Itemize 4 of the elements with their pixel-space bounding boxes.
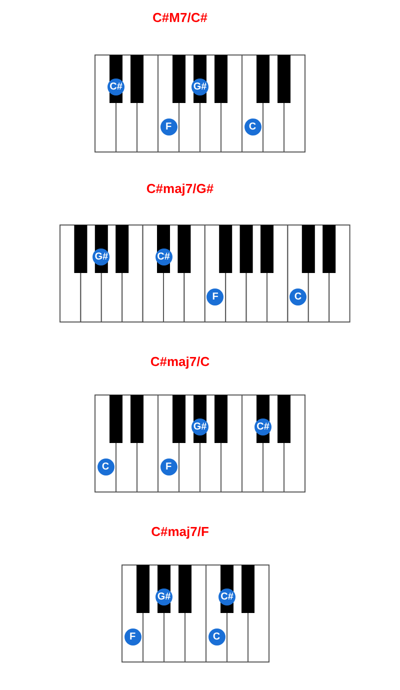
- chord-title: C#maj7/G#: [146, 181, 214, 196]
- chord-title: C#M7/C#: [152, 10, 208, 25]
- chord-title: C#maj7/C: [150, 354, 210, 369]
- chord-title: C#maj7/F: [151, 524, 209, 539]
